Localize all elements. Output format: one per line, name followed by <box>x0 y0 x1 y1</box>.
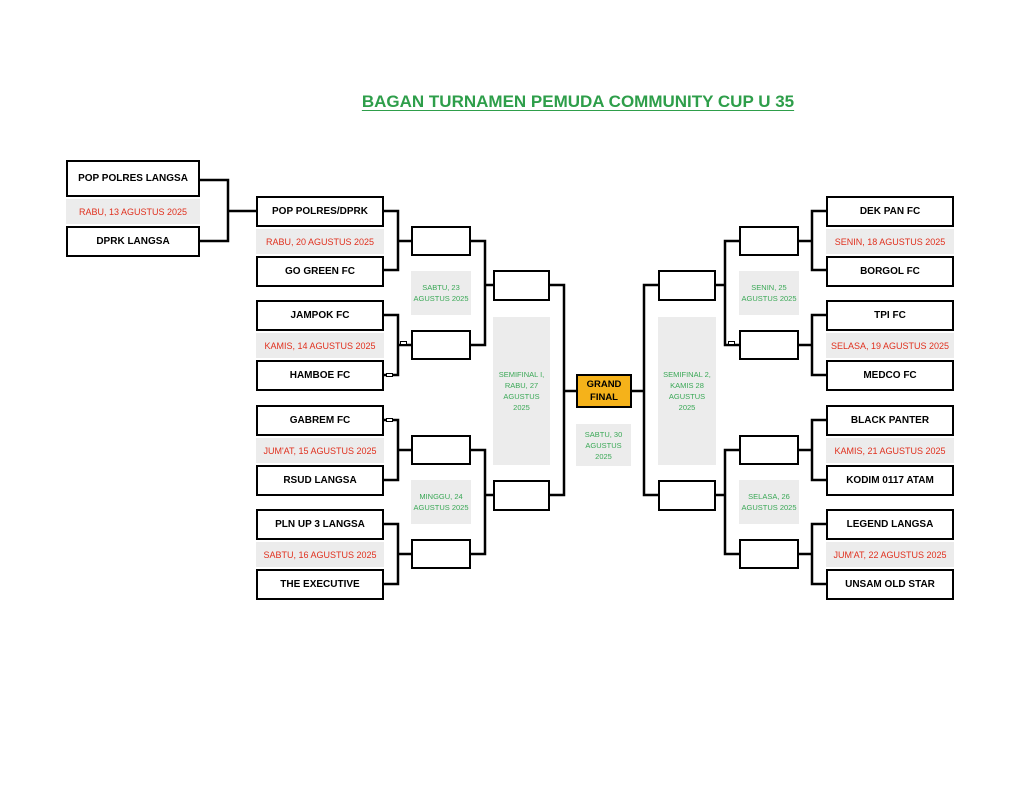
quarterfinal-info: SABTU, 23 AGUSTUS 2025 <box>411 271 471 315</box>
team-box: GO GREEN FC <box>256 256 384 287</box>
team-box: THE EXECUTIVE <box>256 569 384 600</box>
semifinal-info: SEMIFINAL I, RABU, 27 AGUSTUS 2025 <box>493 317 550 465</box>
team-box: BORGOL FC <box>826 256 954 287</box>
quarterfinal-slot <box>739 435 799 465</box>
quarterfinal-slot <box>411 226 471 256</box>
team-box: LEGEND LANGSA <box>826 509 954 540</box>
quarterfinal-info: SENIN, 25 AGUSTUS 2025 <box>739 271 799 315</box>
team-box: POP POLRES LANGSA <box>66 160 200 197</box>
grand-final-date: SABTU, 30 AGUSTUS 2025 <box>576 424 631 466</box>
match-date: JUM'AT, 22 AGUSTUS 2025 <box>826 542 954 567</box>
quarterfinal-slot <box>739 226 799 256</box>
match-date: RABU, 20 AGUSTUS 2025 <box>256 229 384 254</box>
team-box: JAMPOK FC <box>256 300 384 331</box>
semifinal-info: SEMIFINAL 2, KAMIS 28 AGUSTUS 2025 <box>658 317 716 465</box>
match-date: SABTU, 16 AGUSTUS 2025 <box>256 542 384 567</box>
match-date: SELASA, 19 AGUSTUS 2025 <box>826 333 954 358</box>
semifinal-slot <box>493 480 550 511</box>
semifinal-slot <box>658 480 716 511</box>
match-date: RABU, 13 AGUSTUS 2025 <box>66 199 200 224</box>
bracket-handle-mark <box>386 418 393 422</box>
quarterfinal-slot <box>411 330 471 360</box>
team-box: MEDCO FC <box>826 360 954 391</box>
semifinal-slot <box>658 270 716 301</box>
quarterfinal-slot <box>411 539 471 569</box>
team-box: PLN UP 3 LANGSA <box>256 509 384 540</box>
match-date: SENIN, 18 AGUSTUS 2025 <box>826 229 954 254</box>
team-box: TPI FC <box>826 300 954 331</box>
team-box: UNSAM OLD STAR <box>826 569 954 600</box>
quarterfinal-info: SELASA, 26 AGUSTUS 2025 <box>739 480 799 524</box>
team-box: KODIM 0117 ATAM <box>826 465 954 496</box>
quarterfinal-slot <box>739 330 799 360</box>
bracket-handle-mark <box>386 373 393 377</box>
team-box: DEK PAN FC <box>826 196 954 227</box>
team-box: POP POLRES/DPRK <box>256 196 384 227</box>
team-box: HAMBOE FC <box>256 360 384 391</box>
page-title: BAGAN TURNAMEN PEMUDA COMMUNITY CUP U 35 <box>361 92 795 111</box>
match-date: KAMIS, 14 AGUSTUS 2025 <box>256 333 384 358</box>
team-box: BLACK PANTER <box>826 405 954 436</box>
semifinal-slot <box>493 270 550 301</box>
quarterfinal-slot <box>739 539 799 569</box>
team-box: DPRK LANGSA <box>66 226 200 257</box>
bracket-handle-mark <box>400 341 407 345</box>
match-date: KAMIS, 21 AGUSTUS 2025 <box>826 438 954 463</box>
team-box: GABREM FC <box>256 405 384 436</box>
quarterfinal-info: MINGGU, 24 AGUSTUS 2025 <box>411 480 471 524</box>
bracket-handle-mark <box>728 341 735 345</box>
grand-final-box: GRAND FINAL <box>576 374 632 408</box>
quarterfinal-slot <box>411 435 471 465</box>
team-box: RSUD LANGSA <box>256 465 384 496</box>
match-date: JUM'AT, 15 AGUSTUS 2025 <box>256 438 384 463</box>
